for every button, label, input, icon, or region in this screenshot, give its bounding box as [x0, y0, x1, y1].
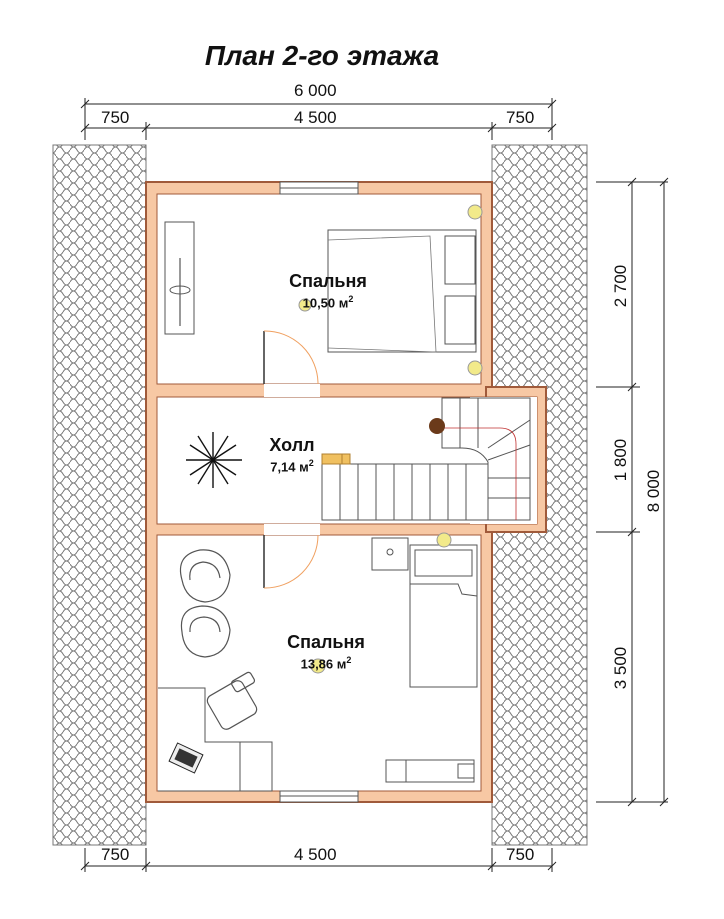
room-label-bedroom-top: Спальня 10,50 м2: [268, 271, 388, 310]
lamp-icon: [310, 658, 326, 674]
room-area: 10,50 м2: [302, 294, 354, 311]
dim-top-middle: 4 500: [294, 108, 337, 127]
dim-bottom-middle: 4 500: [294, 845, 337, 864]
nightstand: [371, 537, 409, 571]
single-bed: [409, 544, 478, 688]
wardrobe-top: [164, 221, 195, 335]
room-area: 7,14 м2: [270, 458, 314, 475]
roof-left: [52, 144, 147, 846]
window-bottom: [279, 790, 359, 803]
armchair: [180, 605, 231, 658]
dim-right-total: 8 000: [644, 469, 663, 513]
desk: [158, 687, 273, 792]
armchair: [179, 549, 231, 603]
dim-right-3: 3 500: [611, 646, 630, 690]
lamp-icon: [298, 298, 312, 312]
room-label-hall: Холл 7,14 м2: [237, 435, 347, 474]
dim-right-2: 1 800: [611, 438, 630, 482]
plant-icon: [186, 432, 242, 488]
room-name: Холл: [269, 435, 315, 455]
dim-top-left: 750: [101, 108, 130, 127]
plan-title: План 2-го этажа: [204, 40, 440, 71]
lamp-icon: [436, 532, 452, 548]
room-name: Спальня: [287, 632, 365, 652]
room-area: 13,86 м2: [300, 655, 352, 672]
double-bed: [327, 229, 477, 353]
dresser: [385, 759, 475, 783]
room-label-bedroom-bottom: Спальня 13,86 м2: [266, 632, 386, 671]
window-top: [279, 181, 359, 195]
laptop-icon: [168, 742, 204, 774]
dim-right-1: 2 700: [611, 264, 630, 308]
dim-bottom-right: 750: [506, 845, 535, 864]
room-name: Спальня: [289, 271, 367, 291]
dimension-lines: [80, 98, 669, 872]
dim-bottom-left: 750: [101, 845, 130, 864]
lamp-icon: [467, 360, 483, 376]
dim-top-right: 750: [506, 108, 535, 127]
lamp-icon: [467, 204, 483, 220]
staircase: [321, 397, 531, 521]
door-bottom-bedroom: [263, 524, 320, 589]
desk-chair: [206, 671, 258, 730]
dim-top-total: 6 000: [294, 81, 337, 100]
door-top-bedroom: [263, 330, 320, 397]
